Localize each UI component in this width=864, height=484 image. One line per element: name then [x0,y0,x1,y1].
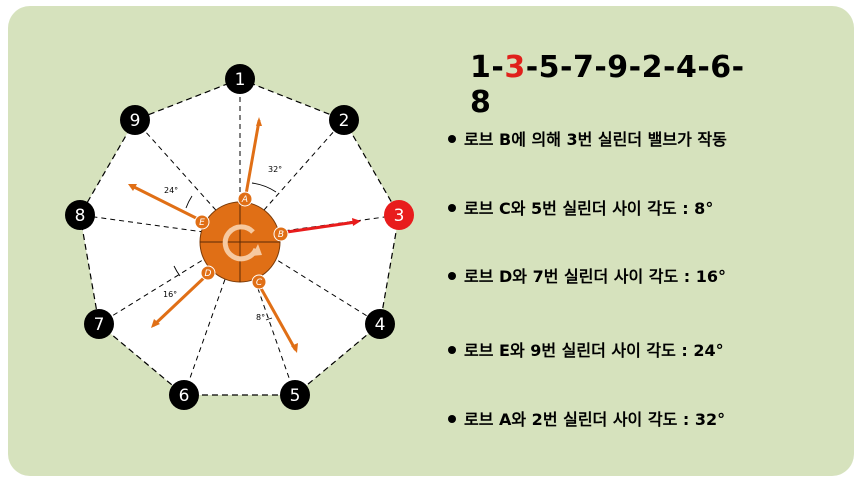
lobe-e [194,214,210,230]
lobe-c [251,274,267,290]
cylinder-3 [384,200,414,230]
arrow-a-head [256,117,262,126]
cylinder-3-label: 3 [394,206,405,226]
bullet-dot-icon [448,203,456,212]
arrow-d-head [151,319,160,328]
angle-arc-c [265,317,273,321]
rotation-arrow-icon [222,224,259,262]
arrow-c [256,281,297,351]
cylinder-2-label: 2 [339,111,350,131]
bullet-item: 로브 E와 9번 실린더 사이 각도 : 24° [448,337,848,361]
angle-label-c: 8° [256,313,265,322]
lobe-d-label: D [205,269,212,279]
bullet-dot-icon [448,414,456,423]
bullet-item: 로브 C와 5번 실린더 사이 각도 : 8° [448,195,848,219]
angle-label-d: 16° [163,290,177,299]
arrow-c-head [291,343,298,353]
cylinder-1-label: 1 [235,70,246,90]
rotation-arrowhead-icon [252,244,262,256]
bullet-dot-icon [448,134,456,143]
cylinder-6-label: 6 [179,386,190,406]
arrow-e-head [128,184,137,191]
cylinder-8 [65,200,95,230]
firing-order-title: 1-3-5-7-9-2-4-6-8 [470,50,750,120]
lobe-c-label: C [256,278,263,288]
cylinder-4 [365,309,395,339]
bullet-item: 로브 B에 의해 3번 실린더 밸브가 작동 [448,126,848,150]
spoke-2 [239,119,345,238]
cylinder-4-label: 4 [375,315,386,335]
cylinder-7 [84,309,114,339]
firing-order-part-3: -5-7-9-2-4-6-8 [470,50,745,120]
arrow-d [152,272,210,327]
angle-arc-e [185,195,193,209]
firing-order-part-1: 1- [470,50,505,85]
cylinder-6 [169,380,199,410]
arrow-b [278,220,358,235]
arrow-a [243,119,261,202]
firing-order-highlight: 3 [504,50,526,85]
cylinder-8-label: 8 [75,206,86,226]
angle-arc-a [251,182,277,193]
lobe-b [273,226,289,242]
lobe-b-label: B [278,230,284,240]
bullet-dot-icon [448,271,456,280]
bullet-dot-icon [448,345,456,354]
lobe-a [237,191,253,207]
cylinder-9 [120,105,150,135]
lobe-a-label: A [241,195,248,205]
angle-label-e: 24° [164,186,178,195]
cylinder-9-label: 9 [130,111,141,131]
cylinder-5 [280,380,310,410]
arrow-e [130,184,204,223]
bullet-item: 로브 D와 7번 실린더 사이 각도 : 16° [448,263,848,287]
angle-label-a: 32° [268,165,282,174]
cylinder-5-label: 5 [290,386,301,406]
lobe-d [200,265,216,281]
angle-arc-d [173,265,181,277]
cylinder-1 [225,64,255,94]
arrow-b-head [352,218,361,226]
cylinder-7-label: 7 [94,315,105,335]
bullet-item: 로브 A와 2번 실린더 사이 각도 : 32° [448,406,848,430]
cylinder-2 [329,105,359,135]
lobe-e-label: E [199,218,205,228]
